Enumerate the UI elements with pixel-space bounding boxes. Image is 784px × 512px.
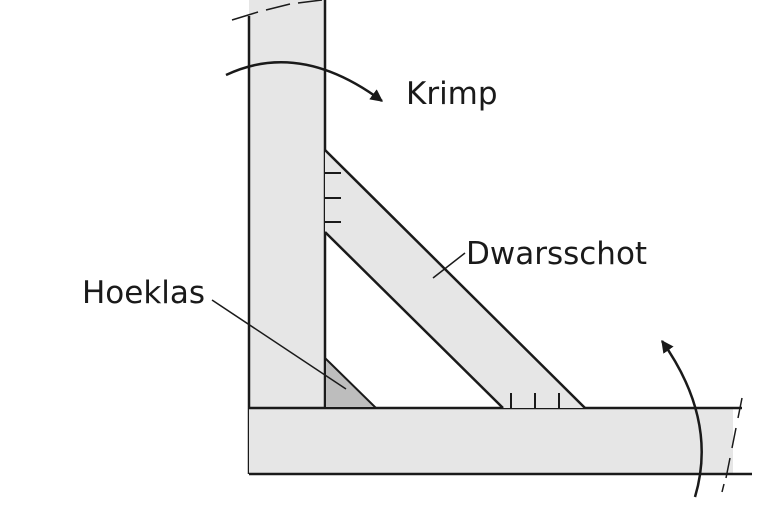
weld-ticks-vertical [325, 172, 341, 223]
label-hoeklas: Hoeklas [82, 275, 205, 311]
weld-ticks-horizontal [510, 393, 560, 408]
shrinkage-arrow-right [660, 339, 703, 498]
label-krimp: Krimp [406, 76, 498, 112]
leader-line-dwarsschot [432, 252, 466, 279]
diagonal-bulkhead [324, 149, 586, 409]
vertical-plate [231, 0, 327, 474]
horizontal-plate [249, 397, 752, 493]
corner-weld [324, 355, 379, 409]
label-dwarsschot: Dwarsschot [466, 236, 647, 272]
leader-line-hoeklas [211, 299, 347, 390]
shrinkage-arrow-top [225, 60, 384, 103]
